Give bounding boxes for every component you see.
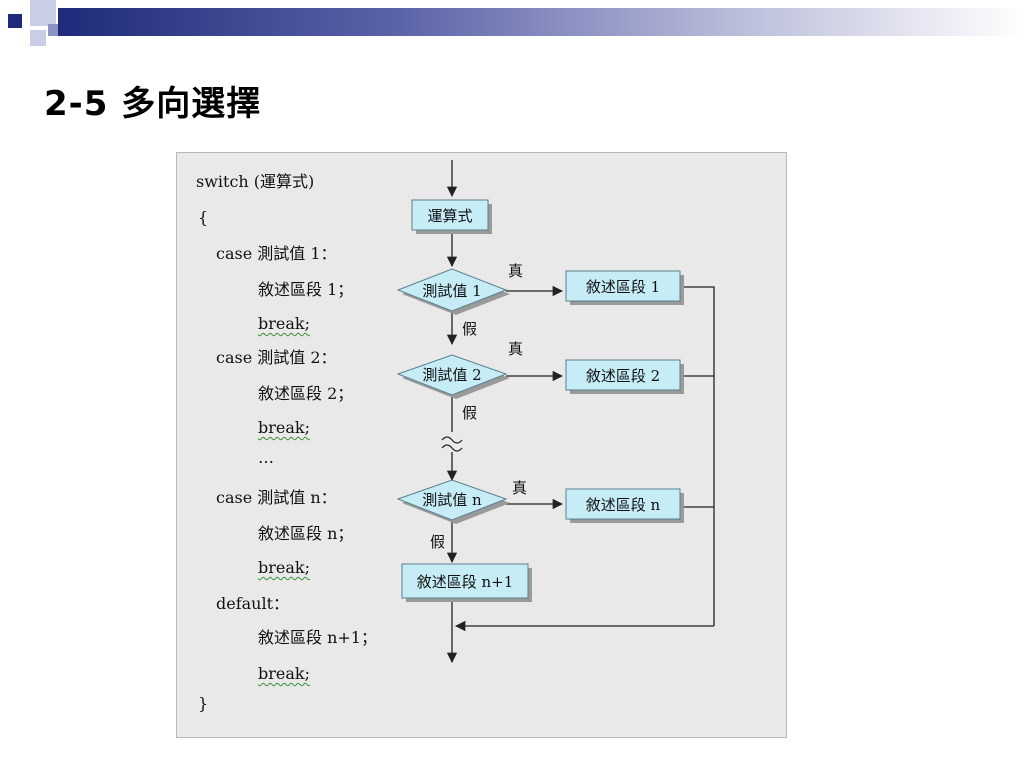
code-line-case-1: case 測試值 1： [216, 244, 337, 263]
true-label-1: 真 [508, 262, 523, 280]
code-line-case-n: case 測試值 n： [216, 488, 337, 507]
slide-title: 2-5 多向選擇 [44, 84, 262, 124]
block-default-label: 敘述區段 n+1 [417, 573, 514, 591]
code-line-block-2: 敘述區段 2； [258, 384, 354, 403]
corner-square-navy [8, 14, 22, 28]
decision-2-label: 測試值 2 [422, 366, 481, 384]
code-line-open-brace: { [198, 208, 209, 227]
false-label-1: 假 [462, 320, 477, 338]
break-mark-icon [441, 436, 463, 452]
true-label-n: 真 [512, 479, 527, 497]
corner-square-slate [48, 24, 60, 36]
expression-label: 運算式 [427, 207, 472, 225]
code-line-case-2: case 測試值 2： [216, 348, 337, 367]
code-line-block-default: 敘述區段 n+1； [258, 628, 377, 647]
block-n-box [565, 488, 681, 520]
block-1-box [565, 270, 681, 302]
decision-n-diamond [396, 479, 508, 521]
connector-block-1 [680, 286, 715, 626]
code-line-break-default: break; [258, 664, 310, 683]
decision-1-diamond [396, 268, 508, 312]
block-2-box [565, 359, 681, 391]
decision-2-diamond [396, 354, 508, 396]
corner-square-light-2 [30, 30, 46, 46]
block-default-box [401, 563, 529, 599]
false-label-2: 假 [462, 404, 477, 422]
code-line-default: default： [216, 594, 290, 613]
code-line-break-2: break; [258, 418, 310, 437]
diagram-panel [176, 152, 787, 738]
code-line-block-n: 敘述區段 n； [258, 524, 354, 543]
header-gradient-bar [58, 8, 1024, 36]
decision-n-label: 測試值 n [422, 491, 482, 509]
true-label-2: 真 [508, 340, 523, 358]
code-line-break-1: break; [258, 314, 310, 333]
code-line-switch: switch (運算式) [196, 172, 315, 191]
decision-1-label: 測試值 1 [422, 282, 481, 300]
corner-square-light [30, 0, 56, 26]
block-n-label: 敘述區段 n [586, 496, 661, 514]
code-line-close-brace: } [198, 694, 209, 713]
block-1-label: 敘述區段 1 [586, 278, 660, 296]
code-line-ellipsis: … [258, 448, 274, 467]
expression-box [411, 199, 489, 231]
code-line-break-n: break; [258, 558, 310, 577]
false-label-n: 假 [430, 533, 445, 551]
code-line-block-1: 敘述區段 1； [258, 280, 354, 299]
block-2-label: 敘述區段 2 [586, 367, 660, 385]
